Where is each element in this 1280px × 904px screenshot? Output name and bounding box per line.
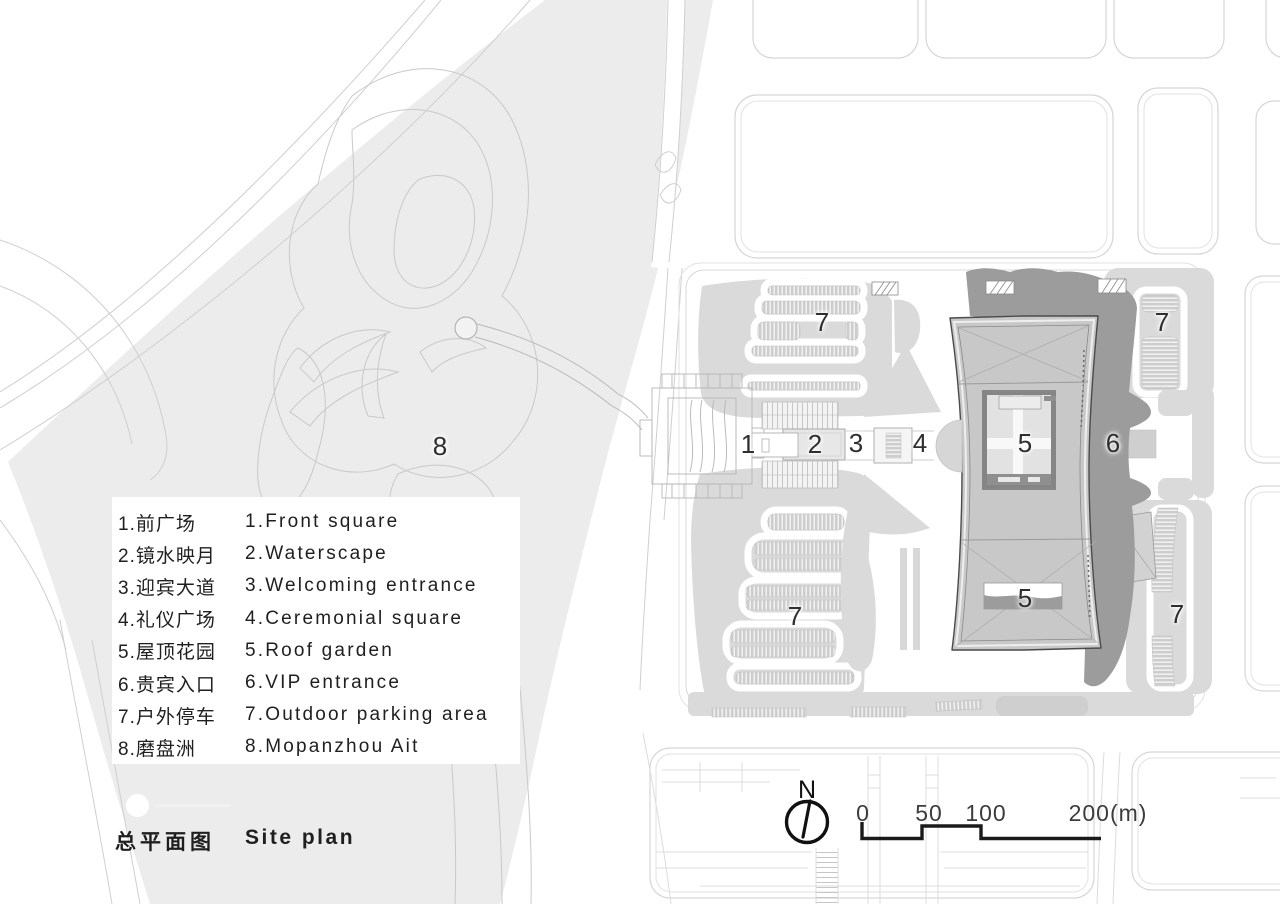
stair-ladder xyxy=(815,848,839,904)
legend-zh-4: 4.礼仪广场 xyxy=(118,610,216,632)
ceremonial-semicircle xyxy=(935,419,963,473)
scale-label-50: 50 xyxy=(915,800,943,826)
parking-area-sw xyxy=(691,467,930,700)
marker-parking-nw: 7 xyxy=(814,307,830,337)
legend-zh-1: 1.前广场 xyxy=(118,513,196,535)
logo-mark xyxy=(126,794,149,817)
title-en: Site plan xyxy=(245,826,356,849)
river-water xyxy=(8,0,713,904)
riverside-road xyxy=(639,0,686,691)
roof-garden-courtyard xyxy=(982,390,1056,490)
south-quay-strip xyxy=(688,692,1194,718)
legend-zh-2: 2.镜水映月 xyxy=(118,545,216,567)
marker-ceremonial-square: 4 xyxy=(912,428,928,458)
legend-en-5: 5.Roof garden xyxy=(245,639,395,661)
island-bridge-path xyxy=(474,323,619,407)
legend-row: 1.前广场 1.Front square xyxy=(118,506,520,538)
legend-en-6: 6.VIP entrance xyxy=(245,672,402,694)
landscape-patches-north xyxy=(864,296,941,417)
legend-row: 8.磨盘洲 8.Mopanzhou Ait xyxy=(118,731,520,763)
legend: 1.前广场 1.Front square 2.镜水映月 2.Waterscape… xyxy=(112,497,520,764)
marker-waterscape: 2 xyxy=(807,429,823,459)
marker-roof-garden-upper: 5 xyxy=(1017,428,1033,458)
parking-area-nw xyxy=(698,278,891,418)
front-square-box xyxy=(751,432,799,458)
legend-row: 6.贵宾入口 6.VIP entrance xyxy=(118,667,520,699)
marker-parking-se: 7 xyxy=(1169,599,1185,629)
road-lines-west xyxy=(0,0,531,904)
legend-row: 5.屋顶花园 5.Roof garden xyxy=(118,635,520,667)
scale-bar xyxy=(860,822,1101,841)
island-node xyxy=(454,316,478,340)
scale-label-0: 0 xyxy=(856,800,870,826)
legend-row: 4.礼仪广场 4.Ceremonial square xyxy=(118,603,520,635)
marker-front-square: 1 xyxy=(740,429,756,459)
legend-row: 7.户外停车 7.Outdoor parking area xyxy=(118,699,520,731)
scale-label-200: 200(m) xyxy=(1068,800,1148,826)
scale-label-100: 100 xyxy=(965,800,1007,826)
city-blocks xyxy=(649,0,1280,899)
legend-zh-5: 5.屋顶花园 xyxy=(118,642,216,664)
legend-zh-8: 8.磨盘洲 xyxy=(118,738,196,760)
legend-row: 3.迎宾大道 3.Welcoming entrance xyxy=(118,570,520,602)
entry-canopies xyxy=(871,278,1127,296)
legend-en-2: 2.Waterscape xyxy=(245,543,388,565)
legend-en-4: 4.Ceremonial square xyxy=(245,607,464,629)
marker-welcoming-entrance: 3 xyxy=(848,428,864,458)
marker-parking-ne: 7 xyxy=(1154,307,1170,337)
building-shadow xyxy=(966,268,1151,687)
north-label: N xyxy=(797,776,817,804)
legend-en-3: 3.Welcoming entrance xyxy=(245,575,478,597)
north-arrow xyxy=(784,799,830,845)
waterfront-promenade-lines xyxy=(642,732,1280,904)
roof-garden-south xyxy=(983,582,1063,610)
main-building xyxy=(871,268,1151,687)
legend-en-8: 8.Mopanzhou Ait xyxy=(245,736,420,758)
marker-parking-sw: 7 xyxy=(787,601,803,631)
legend-zh-6: 6.贵宾入口 xyxy=(118,674,216,696)
waterscape-combs xyxy=(761,401,839,489)
entrance-axis xyxy=(611,373,934,499)
drawing-title: 总平面图 Site plan xyxy=(115,826,355,856)
marker-mopanzhou-ait: 8 xyxy=(432,431,448,461)
logo-rule xyxy=(155,804,230,807)
legend-zh-3: 3.迎宾大道 xyxy=(118,577,216,599)
legend-zh-7: 7.户外停车 xyxy=(118,706,216,728)
legend-en-7: 7.Outdoor parking area xyxy=(245,704,489,726)
legend-row: 2.镜水映月 2.Waterscape xyxy=(118,538,520,570)
marker-roof-garden-lower: 5 xyxy=(1017,583,1033,613)
title-zh: 总平面图 xyxy=(115,831,215,854)
marker-vip-entrance: 6 xyxy=(1105,428,1121,458)
legend-en-1: 1.Front square xyxy=(245,511,400,533)
